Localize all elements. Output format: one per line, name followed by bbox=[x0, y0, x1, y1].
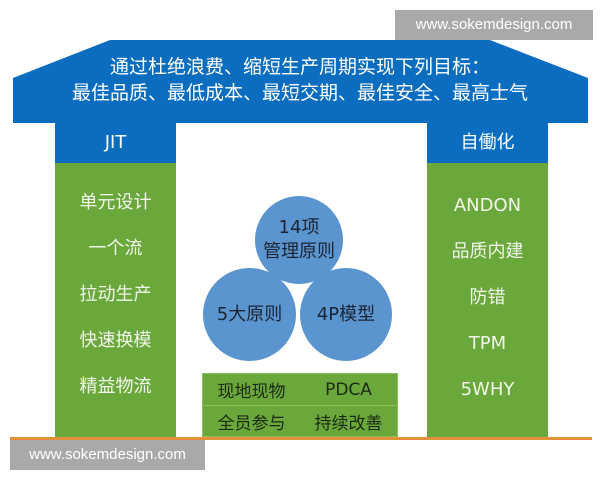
right-pillar-item: 防错 bbox=[469, 287, 506, 308]
left-pillar-item: 快速换模 bbox=[79, 330, 152, 351]
foundation-baseline bbox=[10, 437, 592, 440]
roof-line-1: 通过杜绝浪费、缩短生产周期实现下列目标： bbox=[109, 56, 490, 78]
right-pillar-item: TPM bbox=[468, 333, 507, 354]
circle-14-principles: 14项 管理原则 bbox=[255, 196, 343, 284]
right-pillar bbox=[427, 163, 548, 438]
left-pillar-item: 拉动生产 bbox=[79, 284, 152, 305]
grid-row: 现地现物 PDCA bbox=[203, 374, 397, 405]
foundation-grid: 现地现物 PDCA 全员参与 持续改善 bbox=[202, 373, 398, 437]
right-pillar-items: ANDON 品质内建 防错 TPM 5WHY bbox=[427, 183, 548, 413]
circle-text: 5大原则 bbox=[216, 303, 283, 325]
right-pillar-item: 品质内建 bbox=[451, 241, 524, 262]
right-pillar-title: 自働化 bbox=[427, 123, 548, 163]
left-pillar bbox=[55, 163, 176, 438]
left-pillar-item: 一个流 bbox=[88, 238, 143, 259]
circle-text: 14项 bbox=[278, 217, 320, 238]
circle-5-principles: 5大原则 bbox=[203, 268, 296, 361]
grid-row: 全员参与 持续改善 bbox=[203, 405, 397, 437]
watermark-bottom: www.sokemdesign.com bbox=[10, 440, 205, 470]
watermark-top: www.sokemdesign.com bbox=[395, 10, 593, 40]
left-pillar-item: 单元设计 bbox=[79, 192, 152, 213]
grid-cell: 现地现物 bbox=[217, 382, 286, 402]
grid-cell: 全员参与 bbox=[217, 414, 286, 434]
left-pillar-item: 精益物流 bbox=[79, 376, 152, 397]
grid-cell: 持续改善 bbox=[314, 414, 383, 434]
roof-line-2: 最佳品质、最低成本、最短交期、最佳安全、最高士气 bbox=[71, 82, 528, 104]
grid-cell: PDCA bbox=[325, 379, 372, 400]
circle-text: 管理原则 bbox=[263, 241, 335, 262]
left-pillar-title: JIT bbox=[55, 123, 176, 163]
roof-goal-text: 通过杜绝浪费、缩短生产周期实现下列目标： 最佳品质、最低成本、最短交期、最佳安全… bbox=[40, 54, 560, 106]
right-pillar-item: 5WHY bbox=[460, 379, 515, 400]
left-pillar-items: 单元设计 一个流 拉动生产 快速换模 精益物流 bbox=[55, 180, 176, 410]
right-pillar-item: ANDON bbox=[453, 195, 522, 216]
circle-text: 4P模型 bbox=[316, 303, 376, 325]
circle-4p-model: 4P模型 bbox=[300, 268, 392, 361]
